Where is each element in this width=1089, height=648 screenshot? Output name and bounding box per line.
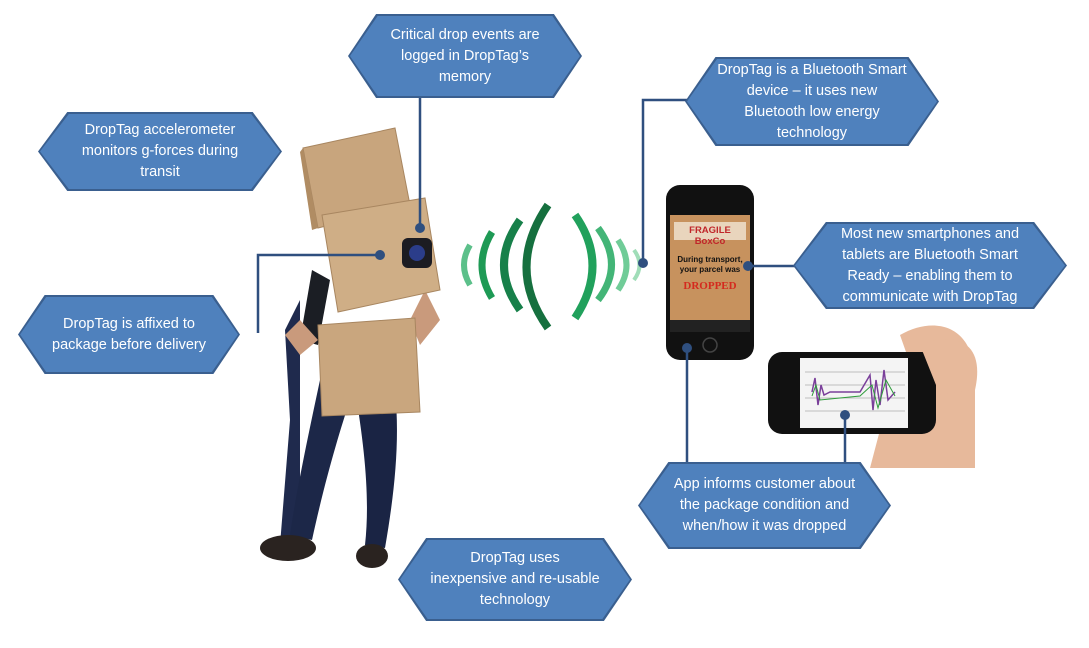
- callout-bluetooth-text: DropTag is a Bluetooth Smart device – it…: [687, 59, 937, 144]
- callout-affixed: DropTag is affixed to package before del…: [18, 295, 240, 374]
- delivery-man-figure: [260, 270, 440, 568]
- left-shoe: [260, 535, 316, 561]
- callout-accelerometer: DropTag accelerometer monitors g-forces …: [38, 112, 282, 191]
- callout-affixed-text: DropTag is affixed to package before del…: [20, 297, 238, 372]
- callout-accelerometer-text: DropTag accelerometer monitors g-forces …: [40, 114, 280, 189]
- callout-smartphones-text: Most new smartphones and tablets are Blu…: [795, 224, 1065, 307]
- callout-reusable-text: DropTag uses inexpensive and re-usable t…: [400, 540, 630, 619]
- callout-memory: Critical drop events are logged in DropT…: [348, 14, 582, 98]
- connector-lines: [256, 97, 847, 465]
- callout-reusable: DropTag uses inexpensive and re-usable t…: [398, 538, 632, 621]
- app-message: During transport, your parcel was: [677, 255, 743, 274]
- callout-app-text: App informs customer about the package c…: [640, 464, 889, 547]
- phone-in-hand: [768, 325, 978, 468]
- app-status-dropped: DROPPED: [683, 280, 737, 292]
- app-brand-label: FRAGILE BoxCo: [689, 225, 731, 247]
- bluetooth-signal-icon: [461, 202, 642, 331]
- connector-dots: [375, 223, 850, 420]
- right-shoe: [356, 544, 388, 568]
- callout-smartphones: Most new smartphones and tablets are Blu…: [793, 222, 1067, 309]
- callout-app: App informs customer about the package c…: [638, 462, 891, 549]
- callout-memory-text: Critical drop events are logged in DropT…: [350, 16, 580, 96]
- callout-bluetooth: DropTag is a Bluetooth Smart device – it…: [685, 57, 939, 146]
- smartphone: [666, 185, 754, 360]
